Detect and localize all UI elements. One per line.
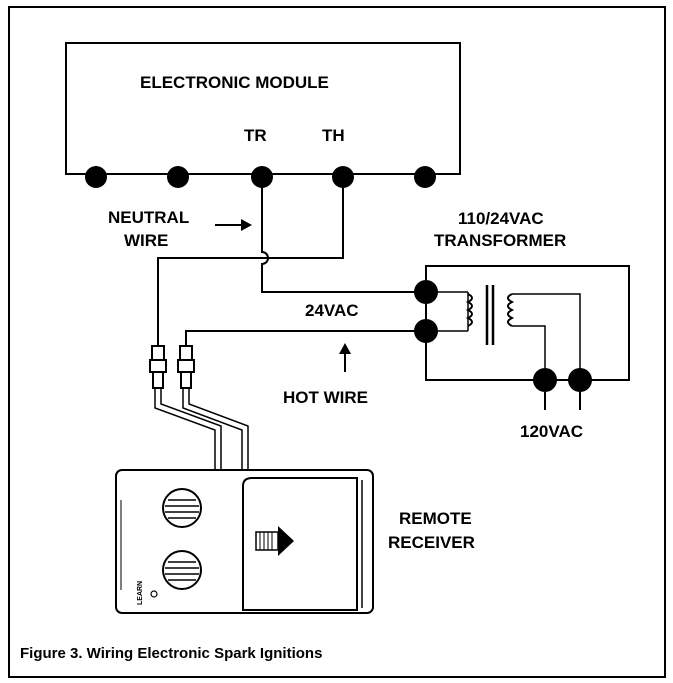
figure-caption: Figure 3. Wiring Electronic Spark Igniti… — [20, 645, 323, 662]
wire-connector-neutral — [149, 345, 167, 389]
terminal-label-tr: TR — [244, 126, 267, 145]
module-terminal-1 — [85, 166, 107, 188]
transformer-terminal-24vac — [414, 280, 438, 304]
transformer-terminal-hot — [414, 319, 438, 343]
transformer-secondary-wire — [512, 293, 581, 378]
receiver-grill-bottom — [162, 550, 202, 590]
wire-connector-hot — [177, 345, 195, 389]
receiver-grill-top — [162, 488, 202, 528]
transformer-primary-coil — [465, 293, 473, 327]
remote-receiver-body — [115, 469, 374, 614]
line-terminal-2 — [568, 368, 592, 392]
receiver-lead-2 — [182, 388, 249, 470]
learn-label: LEARN — [137, 581, 144, 605]
transformer-box — [425, 265, 630, 381]
neutral-wire-label-2: WIRE — [124, 231, 168, 250]
hot-wire-label: HOT WIRE — [283, 388, 368, 407]
module-title: ELECTRONIC MODULE — [140, 73, 329, 92]
transformer-secondary-coil — [507, 293, 515, 327]
learn-button — [150, 590, 158, 598]
voltage-120vac-label: 120VAC — [520, 422, 583, 441]
line-terminal-1 — [533, 368, 557, 392]
receiver-cover-panel — [242, 477, 358, 611]
voltage-24vac-label: 24VAC — [305, 301, 359, 320]
remote-receiver-label-1: REMOTE — [399, 509, 472, 528]
remote-receiver-label-2: RECEIVER — [388, 533, 475, 552]
neutral-arrow-head — [241, 219, 252, 231]
arrow-right-icon — [255, 526, 294, 556]
module-terminal-2 — [167, 166, 189, 188]
transformer-primary-wire — [438, 291, 469, 332]
receiver-lead-1 — [154, 388, 222, 470]
hot-wire — [185, 330, 426, 346]
wire-th-neutral — [157, 177, 344, 346]
figure-frame — [8, 6, 666, 678]
transformer-label-2: TRANSFORMER — [434, 231, 566, 250]
electronic-module-box — [65, 42, 461, 175]
module-terminal-5 — [414, 166, 436, 188]
terminal-label-th: TH — [322, 126, 345, 145]
transformer-label-1: 110/24VAC — [458, 209, 544, 228]
hot-wire-arrow-head — [339, 343, 351, 354]
neutral-wire-label-1: NEUTRAL — [108, 208, 189, 227]
